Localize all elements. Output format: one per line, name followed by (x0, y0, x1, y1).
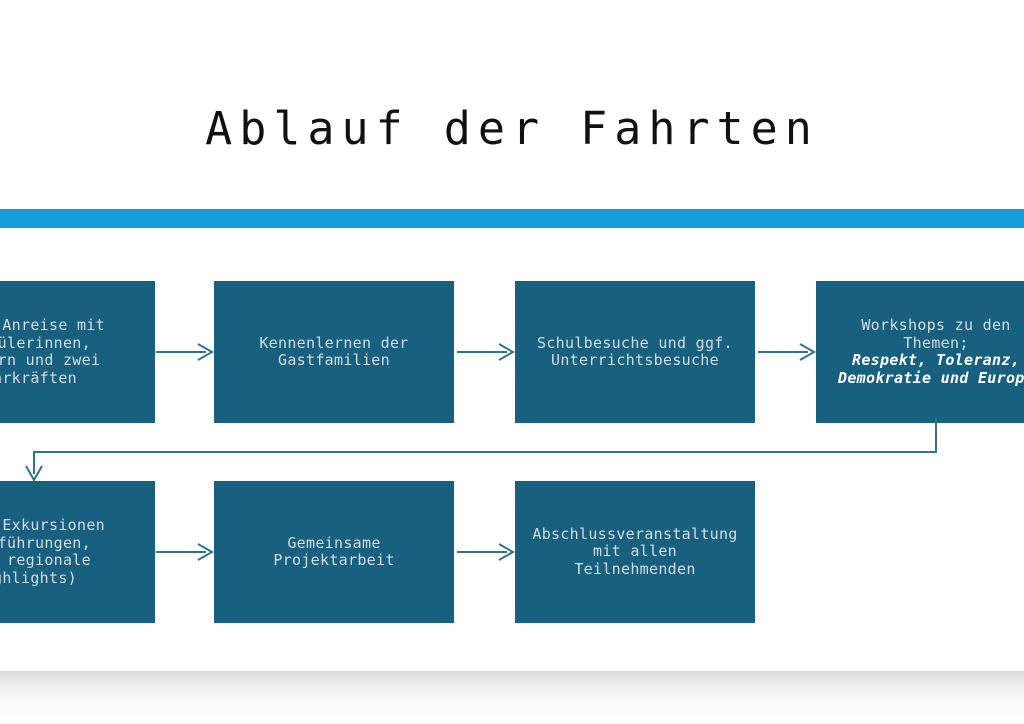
process-box-workshops-emphasis: Respekt, Toleranz, Demokratie und Europa (838, 351, 1024, 387)
viewer-backdrop (0, 671, 1024, 724)
process-box-kennenlernen-label: Kennenlernen der Gastfamilien (259, 333, 409, 369)
process-box-anreise-label: ame Anreise mit chülerinnen, ülern und z… (0, 316, 105, 387)
process-box-schulbesuche[interactable]: Schulbesuche und ggf. Unterrichtsbesuche (514, 280, 756, 424)
process-box-projektarbeit[interactable]: Gemeinsame Projektarbeit (213, 480, 455, 624)
arrow-right-icon (457, 343, 515, 361)
process-box-schulbesuche-label: Schulbesuche und ggf. Unterrichtsbesuche (537, 333, 733, 369)
arrow-right-icon (156, 543, 214, 561)
arrow-right-icon (457, 543, 515, 561)
process-box-anreise[interactable]: ame Anreise mit chülerinnen, ülern und z… (0, 280, 156, 424)
arrow-right-icon (758, 343, 816, 361)
elbow-connector-down-left-icon (25, 418, 937, 483)
process-box-exkursionen-label: lle Exkursionen dtführungen, n, regional… (0, 516, 105, 587)
process-box-exkursionen[interactable]: lle Exkursionen dtführungen, n, regional… (0, 480, 156, 624)
accent-bar (0, 209, 1024, 228)
process-box-kennenlernen[interactable]: Kennenlernen der Gastfamilien (213, 280, 455, 424)
process-box-abschluss[interactable]: Abschlussveranstaltung mit allen Teilneh… (514, 480, 756, 624)
process-box-workshops-label: Workshops zu den Themen; (861, 316, 1011, 352)
slide-canvas: Ablauf der Fahrten ame Anreise mit chüle… (0, 102, 1024, 624)
process-box-workshops[interactable]: Workshops zu den Themen; Respekt, Tolera… (815, 280, 1024, 424)
process-box-abschluss-label: Abschlussveranstaltung mit allen Teilneh… (532, 524, 738, 578)
page-title: Ablauf der Fahrten (205, 102, 819, 155)
arrow-right-icon (156, 343, 214, 361)
process-box-projektarbeit-label: Gemeinsame Projektarbeit (273, 533, 395, 569)
